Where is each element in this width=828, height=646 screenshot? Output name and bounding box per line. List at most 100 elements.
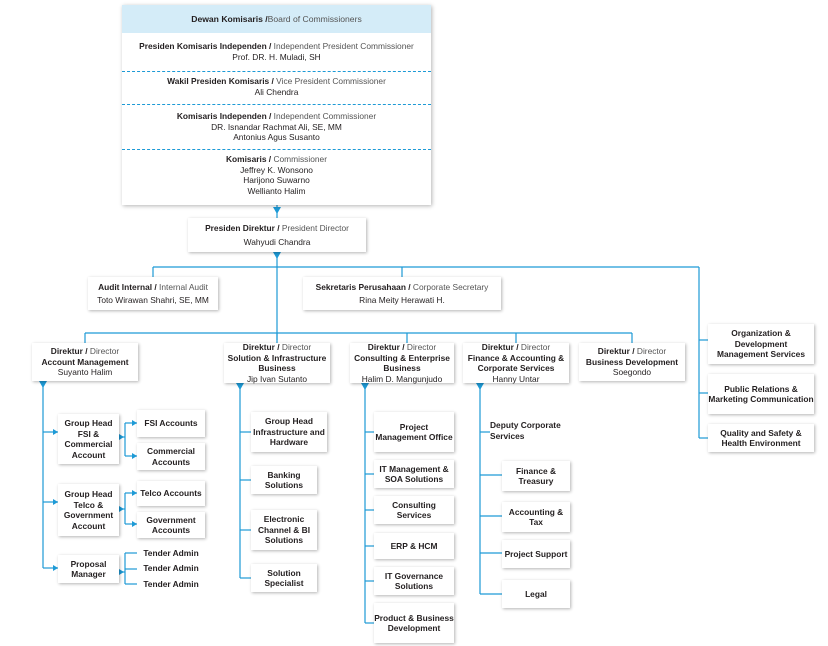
product-business-development-box: Product & Business Development <box>374 603 454 643</box>
role-label-en: Independent President Commissioner <box>271 41 414 51</box>
group-head-telco-box: Group Head Telco & Government Account <box>58 484 119 536</box>
person-name: Wahyudi Chandra <box>243 237 311 247</box>
group-head-fsi-box: Group Head FSI & Commercial Account <box>58 414 119 464</box>
person-name: Halim D. Mangunjudo <box>361 373 443 384</box>
unit-label: IT Governance Solutions <box>384 570 444 592</box>
board-section-president-commissioner: Presiden Komisaris Independen / Independ… <box>122 33 431 72</box>
unit-label: Electronic Channel & BI Solutions <box>257 514 311 546</box>
government-accounts-box: Government Accounts <box>137 512 205 538</box>
it-governance-box: IT Governance Solutions <box>374 567 454 595</box>
unit-label: Finance & Accounting & Corporate Service… <box>467 352 565 374</box>
role-label-en: Internal Audit <box>156 281 208 292</box>
unit-label: Group Head FSI & Commercial Account <box>64 418 113 460</box>
unit-label: Government Accounts <box>146 514 196 536</box>
role-label: Direktur / <box>367 342 405 352</box>
role-label: Direktur / <box>242 342 280 352</box>
person-name: Suyanto Halim <box>57 367 113 378</box>
project-support-box: Project Support <box>502 540 570 568</box>
banking-solutions-box: Banking Solutions <box>251 466 317 494</box>
president-director-box: Presiden Direktur / President Director W… <box>188 218 366 252</box>
tender-admin-3: Tender Admin <box>137 578 205 590</box>
role-label: Komisaris / <box>225 154 272 164</box>
corporate-secretary-box: Sekretaris Perusahaan / Corporate Secret… <box>303 277 501 310</box>
unit-label: Product & Business Development <box>374 612 454 634</box>
role-label-en: Director <box>404 342 437 352</box>
fsi-accounts-box: FSI Accounts <box>137 410 205 437</box>
unit-label: Tender Admin <box>143 547 199 558</box>
org-development-box: Organization & Development Management Se… <box>708 324 814 364</box>
tender-admin-2: Tender Admin <box>137 562 205 574</box>
deputy-corporate-services: Deputy Corporate Services <box>490 420 566 446</box>
unit-label: Proposal Manager <box>70 558 107 580</box>
role-label: Audit Internal / <box>98 281 157 292</box>
role-label: Presiden Komisaris Independen / <box>139 41 272 51</box>
unit-label: Tender Admin <box>143 562 199 573</box>
unit-label: Solution & Infrastructure Business <box>227 352 327 374</box>
unit-label: Consulting Services <box>392 499 436 521</box>
person-name: Antonius Agus Susanto <box>233 132 320 143</box>
person-name: Toto Wirawan Shahri, SE, MM <box>97 295 209 305</box>
director-business-development-box: Direktur / Director Business Development… <box>579 343 685 381</box>
solution-specialist-box: Solution Specialist <box>251 564 317 592</box>
unit-label: Project Support <box>504 548 568 559</box>
person-name: Ali Chendra <box>254 86 299 97</box>
role-label: Wakil Presiden Komisaris / <box>167 76 274 86</box>
unit-label: Group Head Telco & Government Account <box>63 489 114 531</box>
role-label: Komisaris Independen / <box>176 111 272 121</box>
unit-label: Tender Admin <box>143 578 199 589</box>
role-label: Direktur / <box>50 346 88 357</box>
unit-label: ERP & HCM <box>390 540 438 551</box>
erp-hcm-box: ERP & HCM <box>374 533 454 559</box>
commercial-accounts-box: Commercial Accounts <box>137 443 205 470</box>
consulting-services-box: Consulting Services <box>374 496 454 524</box>
role-label-en: Director <box>279 342 312 352</box>
role-label-en: President Director <box>279 222 349 233</box>
unit-label: Public Relations & Marketing Communicati… <box>708 383 814 405</box>
role-label: Direktur / <box>481 342 519 352</box>
proposal-manager-box: Proposal Manager <box>58 555 119 583</box>
person-name: Jip Ivan Sutanto <box>246 373 308 384</box>
person-name: DR. Isnandar Rachmat Ali, SE, MM <box>211 121 342 132</box>
board-of-commissioners: Dewan Komisaris / Board of Commissioners… <box>122 5 431 205</box>
unit-label: Finance & Treasury <box>515 465 557 487</box>
person-name: Wellianto Halim <box>247 185 306 196</box>
unit-label: Group Head Infrastructure and Hardware <box>253 416 325 448</box>
person-name: Rina Meity Herawati H. <box>359 295 445 305</box>
board-section-commissioner: Komisaris / Commissioner Jeffrey K. Wons… <box>122 150 431 205</box>
unit-label: Commercial Accounts <box>147 446 195 467</box>
role-label-en: Commissioner <box>271 154 327 164</box>
director-account-management-box: Direktur / Director Account Management S… <box>32 343 138 381</box>
accounting-tax-box: Accounting & Tax <box>502 502 570 532</box>
board-section-independent-commissioner: Komisaris Independen / Independent Commi… <box>122 105 431 150</box>
person-name: Prof. DR. H. Muladi, SH <box>232 51 321 62</box>
role-label-en: Corporate Secretary <box>410 281 489 292</box>
quality-safety-box: Quality and Safety & Health Environment <box>708 424 814 452</box>
unit-label: Project Management Office <box>375 421 453 443</box>
unit-label: Legal <box>525 588 547 599</box>
finance-treasury-box: Finance & Treasury <box>502 461 570 491</box>
unit-label: Deputy Corporate Services <box>490 420 561 441</box>
telco-accounts-box: Telco Accounts <box>137 481 205 506</box>
role-label-en: Vice President Commissioner <box>273 76 386 86</box>
person-name: Jeffrey K. Wonsono <box>240 164 313 175</box>
role-label-en: Director <box>634 346 667 357</box>
role-label: Presiden Direktur / <box>205 222 280 233</box>
board-section-vice-president-commissioner: Wakil Presiden Komisaris / Vice Presiden… <box>122 72 431 105</box>
director-consulting-box: Direktur / Director Consulting & Enterpr… <box>350 342 454 384</box>
role-label-en: Director <box>87 346 120 357</box>
electronic-channel-box: Electronic Channel & BI Solutions <box>251 510 317 550</box>
person-name: Harijono Suwarno <box>243 175 310 186</box>
legal-box: Legal <box>502 580 570 608</box>
unit-label: Accounting & Tax <box>508 506 564 528</box>
unit-label: FSI Accounts <box>144 418 198 429</box>
role-label-en: Independent Commissioner <box>271 111 377 121</box>
board-title-en: Board of Commissioners <box>267 14 362 24</box>
director-finance-box: Direktur / Director Finance & Accounting… <box>463 342 569 384</box>
role-label: Direktur / <box>597 346 635 357</box>
public-relations-box: Public Relations & Marketing Communicati… <box>708 374 814 414</box>
unit-label: Business Development <box>585 356 679 367</box>
project-management-office-box: Project Management Office <box>374 412 454 452</box>
board-header: Dewan Komisaris / Board of Commissioners <box>122 5 431 33</box>
internal-audit-box: Audit Internal / Internal Audit Toto Wir… <box>88 277 218 310</box>
